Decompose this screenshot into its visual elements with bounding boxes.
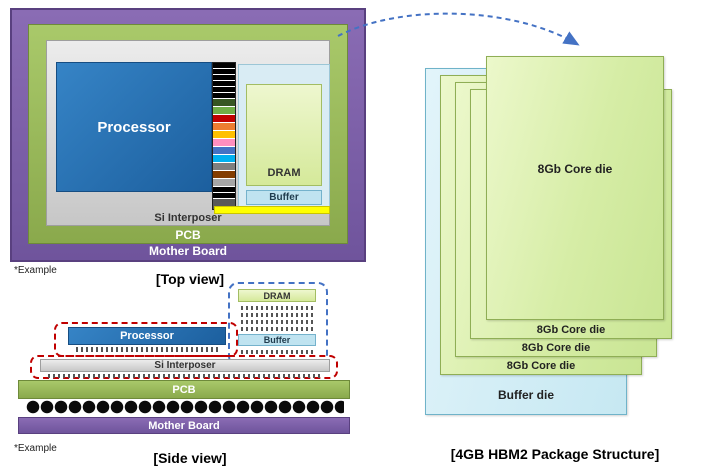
sideview-solder-balls bbox=[26, 400, 344, 414]
topview-buffer: Buffer bbox=[246, 190, 322, 205]
sideview-microbump-row bbox=[241, 306, 313, 310]
topview-example-note: *Example bbox=[14, 265, 57, 276]
topview-motherboard-label: Mother Board bbox=[149, 244, 227, 258]
sideview-buffer: Buffer bbox=[238, 334, 316, 346]
package-core-die-front-label: 8Gb Core die bbox=[537, 162, 613, 176]
package-core-die-1-label: 8Gb Core die bbox=[506, 360, 576, 372]
topview-caption: [Top view] bbox=[155, 271, 225, 287]
package-core-die-front: 8Gb Core die bbox=[486, 56, 664, 320]
sideview-pcb-label: PCB bbox=[172, 383, 196, 396]
sideview-microbump-row bbox=[241, 327, 313, 331]
package-caption: [4GB HBM2 Package Structure] bbox=[450, 446, 660, 462]
topview-buffer-label: Buffer bbox=[269, 192, 299, 203]
sideview-motherboard: Mother Board bbox=[18, 417, 350, 434]
topview-si-interposer-label: Si Interposer bbox=[154, 212, 222, 224]
topview-processor-label: Processor bbox=[97, 118, 171, 136]
sideview-motherboard-label: Mother Board bbox=[148, 419, 220, 432]
topview-yellow-strip bbox=[214, 206, 330, 214]
phy-interface-strip bbox=[212, 62, 236, 210]
sideview-processor-label: Processor bbox=[120, 330, 174, 342]
package-core-die-3-label: 8Gb Core die bbox=[536, 324, 606, 336]
sideview-interposer-dashed-box bbox=[30, 355, 338, 379]
sideview-microbump-row bbox=[241, 320, 313, 324]
sideview-dram-label: DRAM bbox=[263, 290, 291, 301]
sideview-processor-bumps bbox=[76, 347, 218, 352]
topview-pcb-label: PCB bbox=[175, 228, 201, 242]
package-buffer-die-label: Buffer die bbox=[497, 388, 554, 402]
sideview-interposer-bumps bbox=[48, 374, 322, 378]
sideview-example-note: *Example bbox=[14, 443, 57, 454]
sideview-microbump-row bbox=[241, 313, 313, 317]
sideview-caption: [Side view] bbox=[153, 450, 227, 466]
sideview-pcb: PCB bbox=[18, 380, 350, 399]
topview-dram: DRAM bbox=[246, 84, 322, 186]
sideview-dram: DRAM bbox=[238, 289, 316, 302]
sideview-processor: Processor bbox=[68, 327, 226, 345]
sideview-buffer-label: Buffer bbox=[263, 335, 291, 345]
sideview-microbump-row bbox=[241, 350, 313, 354]
topview-dram-label: DRAM bbox=[267, 167, 301, 179]
sideview-si-interposer: Si Interposer bbox=[40, 359, 330, 372]
sideview-si-interposer-label: Si Interposer bbox=[154, 360, 216, 371]
topview-processor: Processor bbox=[56, 62, 212, 192]
package-core-die-2-label: 8Gb Core die bbox=[521, 342, 591, 354]
